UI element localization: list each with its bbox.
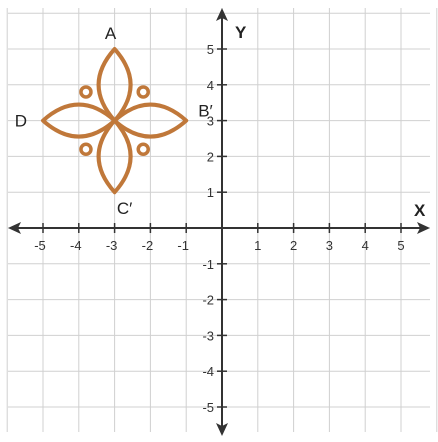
- y-tick-label: 2: [207, 149, 214, 164]
- tick-marks: [42, 48, 402, 408]
- y-axis-arrow-down: [216, 423, 228, 436]
- x-tick-label: -4: [70, 238, 82, 253]
- decorative-dot: [136, 85, 150, 99]
- x-axis-arrow-left: [8, 222, 21, 234]
- axes: [8, 8, 430, 436]
- y-axis-label: Y: [235, 23, 247, 42]
- x-axis-label: X: [414, 201, 426, 220]
- y-tick-label: 5: [207, 42, 214, 57]
- x-tick-label: -2: [142, 238, 154, 253]
- flower-figure: [41, 47, 189, 195]
- x-tick-label: -3: [106, 238, 118, 253]
- y-axis-arrow-up: [216, 8, 228, 21]
- y-tick-label: -4: [202, 364, 214, 379]
- decorative-dot: [136, 142, 150, 156]
- y-tick-label: -3: [202, 328, 214, 343]
- x-tick-label: 3: [326, 238, 333, 253]
- y-tick-label: -5: [202, 400, 214, 415]
- x-tick-label: 1: [254, 238, 261, 253]
- vertex-label-0: A: [105, 24, 117, 43]
- vertex-label-2: C′: [117, 199, 132, 218]
- vertex-label-3: D: [15, 112, 27, 131]
- petal-1: [112, 102, 189, 139]
- x-tick-label: 2: [290, 238, 297, 253]
- petal-0: [96, 47, 133, 123]
- y-tick-label: -1: [202, 257, 214, 272]
- tick-labels: -5 -4 -3 -2 -1 1 2 3 4 5 5 4 3 2 1 -1 -2 -3 -4 -5: [34, 42, 404, 415]
- vertex-labels: A B′ C′ D: [15, 24, 213, 218]
- vertex-label-1: B′: [198, 102, 213, 121]
- decorative-dot: [79, 85, 93, 99]
- x-tick-label: 5: [397, 238, 404, 253]
- petal-3: [41, 102, 117, 139]
- petal-2: [96, 118, 133, 195]
- x-axis-arrow-right: [417, 222, 430, 234]
- y-tick-label: 1: [207, 185, 214, 200]
- y-tick-label: 4: [207, 78, 214, 93]
- x-tick-label: -5: [34, 238, 46, 253]
- decorative-dot: [79, 142, 93, 156]
- y-tick-label: -2: [202, 293, 214, 308]
- x-tick-label: 4: [362, 238, 369, 253]
- x-tick-label: -1: [177, 238, 189, 253]
- y-tick-label: 3: [207, 114, 214, 129]
